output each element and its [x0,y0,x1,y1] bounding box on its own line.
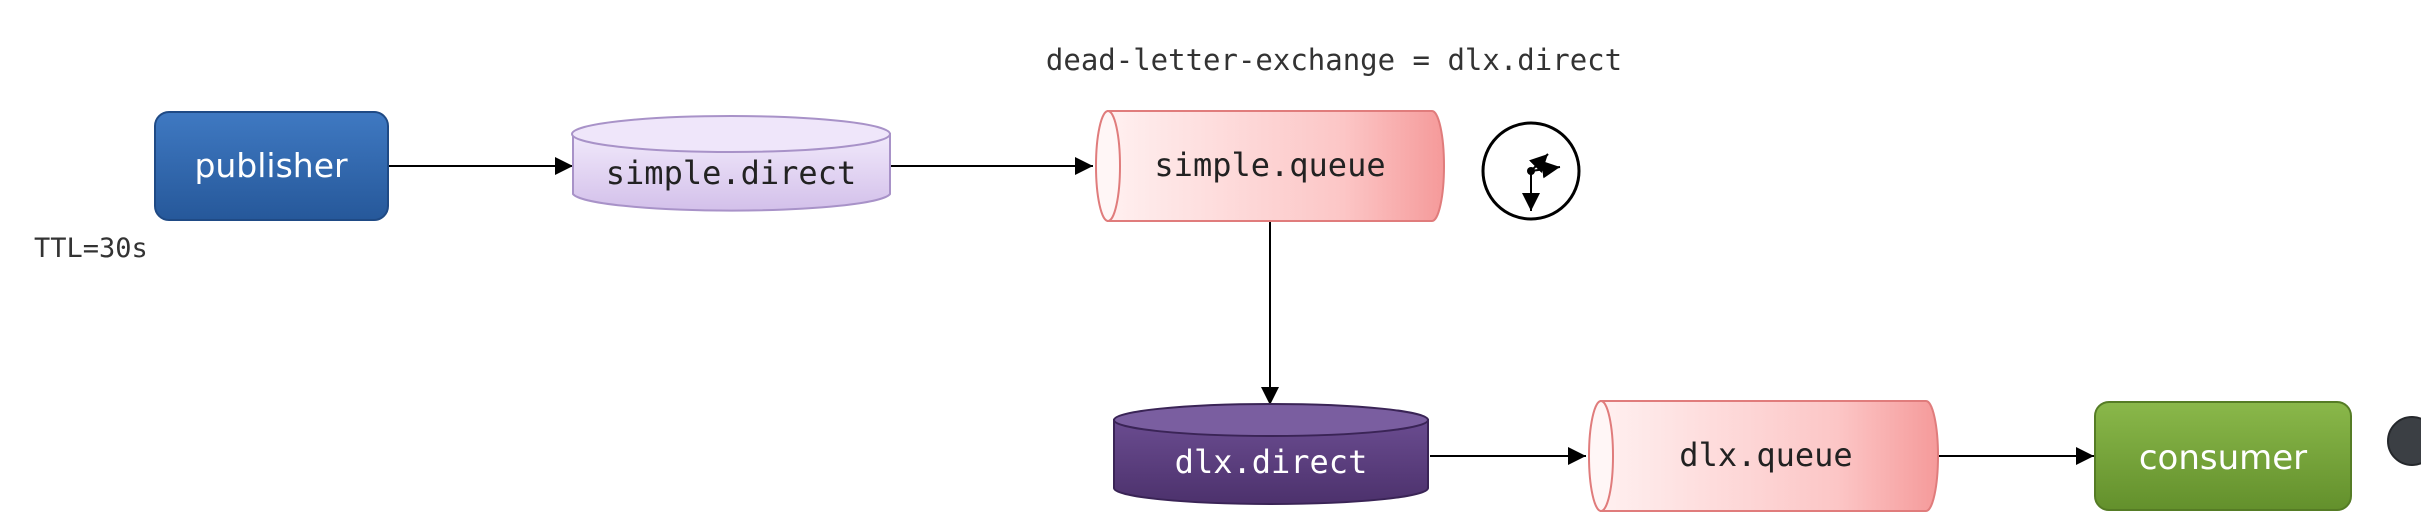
simple-queue-label: simple.queue [1154,146,1385,184]
partial-dark-circle [2387,416,2421,466]
simple-queue[interactable]: simple.queue [1095,110,1445,222]
dlx-direct-exchange[interactable]: dlx.direct [1113,403,1429,505]
simple-direct-exchange[interactable]: simple.direct [571,115,891,212]
publisher-node[interactable]: publisher [154,111,389,221]
dead-letter-exchange-label: dead-letter-exchange = dlx.direct [1046,43,1622,77]
ttl-label: TTL=30s [34,233,148,264]
simple-direct-label: simple.direct [606,154,856,192]
dlx-queue[interactable]: dlx.queue [1588,400,1939,512]
dlx-direct-label: dlx.direct [1175,443,1368,481]
consumer-label: consumer [2139,438,2307,478]
publisher-label: publisher [194,146,348,185]
dlx-queue-label: dlx.queue [1679,436,1852,474]
clock-icon [1481,121,1581,221]
consumer-node[interactable]: consumer [2094,401,2352,511]
